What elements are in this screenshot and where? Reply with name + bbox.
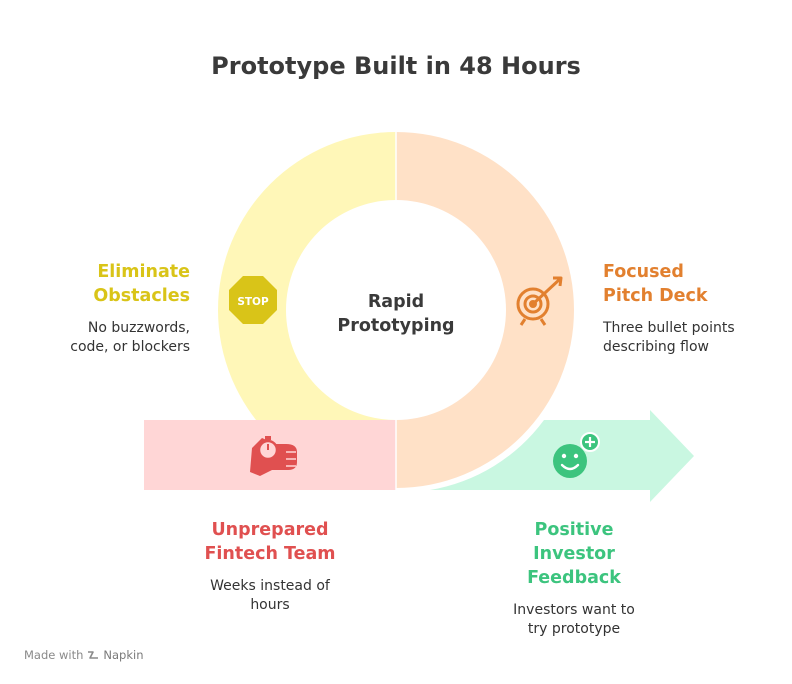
center-label-line1: Rapid: [367, 292, 425, 312]
stop-sign-text: STOP: [237, 296, 269, 308]
pitch-deck-arc: [396, 132, 574, 488]
center-label-line2: Prototyping: [337, 316, 455, 336]
pitch-deck-description: Three bullet points describing flow: [603, 320, 735, 355]
target-arrow-icon: [516, 276, 563, 326]
eliminate-obstacles-arc: [218, 132, 396, 488]
napkin-logo-icon: [88, 651, 99, 659]
unprepared-team-title: Unprepared Fintech Team: [204, 520, 336, 564]
unprepared-team-description: Weeks instead of hours: [210, 578, 330, 613]
eliminate-obstacles-description: No buzzwords, code, or blockers: [70, 320, 190, 355]
stop-sign-icon: STOP: [229, 276, 277, 324]
investor-feedback-title: Positive Investor Feedback: [527, 520, 621, 588]
smiley-plus-icon: [553, 432, 600, 478]
diagram-title: Prototype Built in 48 Hours: [211, 52, 581, 80]
napkin-brand: Napkin: [103, 648, 144, 662]
made-with-napkin-footer[interactable]: Made with Napkin: [24, 648, 144, 662]
center-label: Rapid Prototyping: [300, 290, 492, 338]
pitch-deck-title: Focused Pitch Deck: [603, 262, 708, 306]
hand-stopwatch-icon: [250, 436, 297, 476]
investor-feedback-description: Investors want to try prototype: [513, 602, 635, 637]
made-with-label: Made with: [24, 648, 84, 662]
eliminate-obstacles-title: Eliminate Obstacles: [93, 262, 190, 306]
